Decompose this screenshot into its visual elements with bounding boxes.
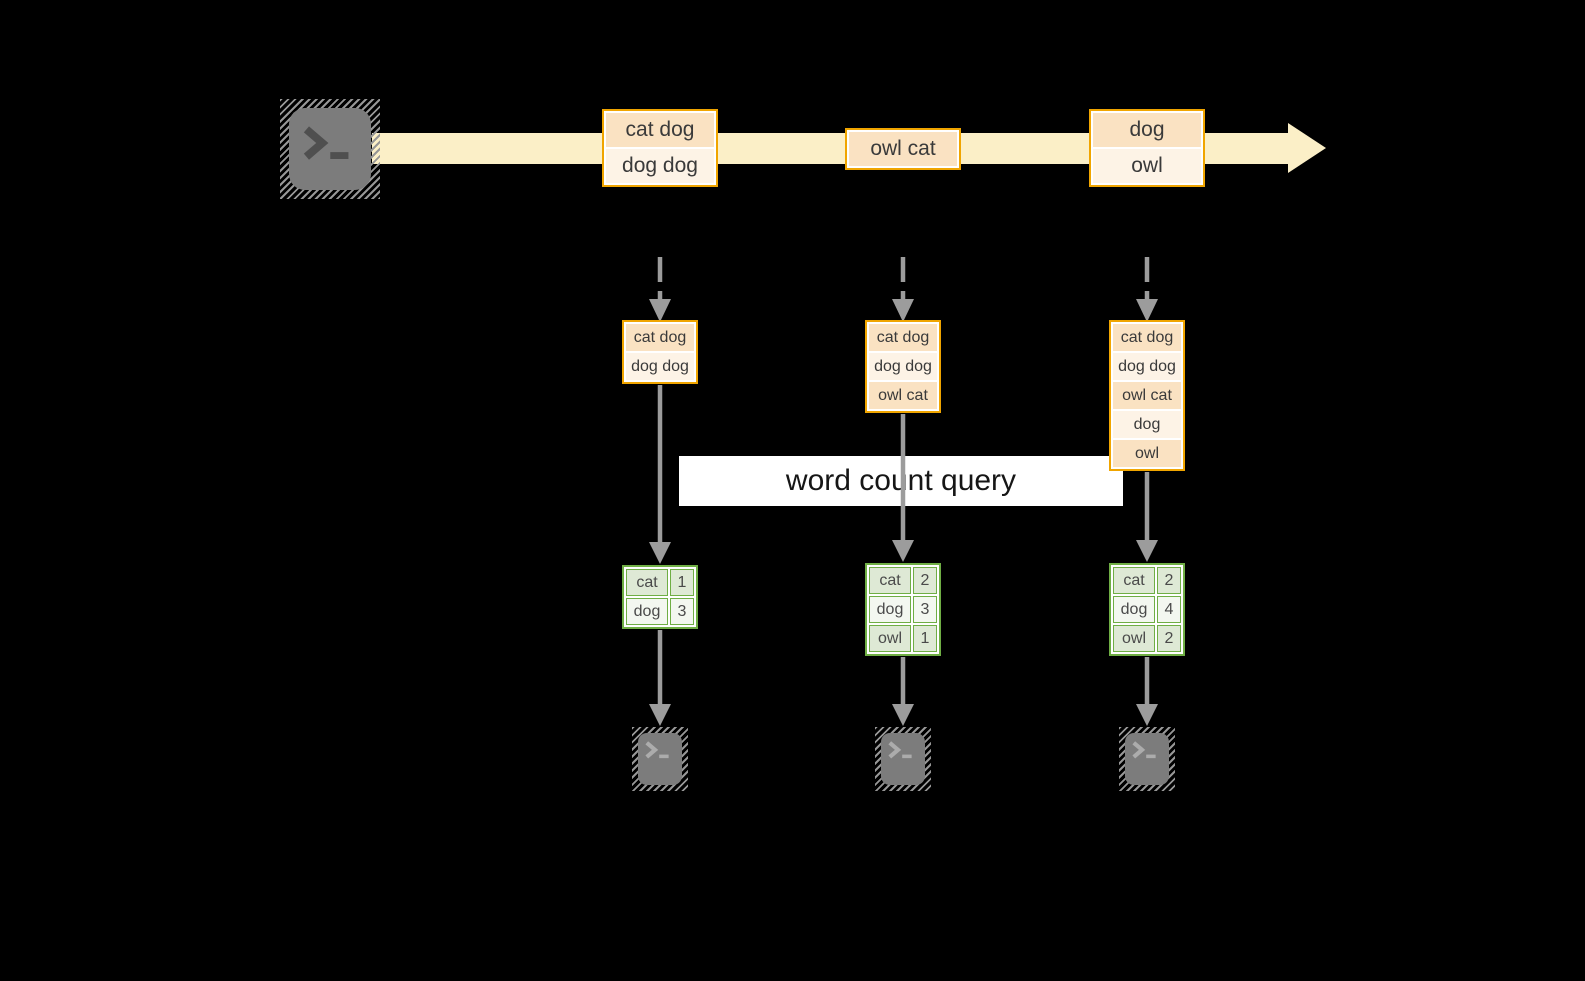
batch-arrow-3 bbox=[1136, 257, 1158, 322]
buffer-row: owl bbox=[1113, 440, 1181, 467]
stream-event-row: dog bbox=[1093, 113, 1201, 147]
input-buffer-box-1: cat dog dog dog bbox=[622, 320, 698, 384]
sink-arrow-1 bbox=[649, 630, 671, 726]
count-cell: 2 bbox=[1157, 567, 1181, 594]
terminal-prompt-icon bbox=[888, 741, 912, 759]
query-arrow-3 bbox=[1136, 472, 1158, 562]
sink-terminal-icon-2 bbox=[875, 727, 931, 791]
buffer-row: owl cat bbox=[1113, 382, 1181, 409]
batch-arrow-1 bbox=[649, 257, 671, 322]
terminal-body bbox=[638, 733, 682, 785]
word-count-table-2: cat 2 dog 3 owl 1 bbox=[865, 563, 941, 656]
stream-event-row: owl bbox=[1093, 149, 1201, 183]
batch-arrow-2 bbox=[892, 257, 914, 322]
stream-event-row: dog dog bbox=[606, 149, 714, 183]
buffer-row: dog dog bbox=[869, 353, 937, 380]
buffer-row: cat dog bbox=[626, 324, 694, 351]
count-cell: 3 bbox=[670, 598, 694, 625]
stream-event-row: owl cat bbox=[849, 132, 957, 166]
buffer-row: dog dog bbox=[1113, 353, 1181, 380]
count-cell: 1 bbox=[913, 625, 937, 652]
stream-event-box-3: dog owl bbox=[1089, 109, 1205, 187]
terminal-prompt-icon bbox=[645, 741, 669, 759]
sink-terminal-icon-3 bbox=[1119, 727, 1175, 791]
buffer-row: dog bbox=[1113, 411, 1181, 438]
input-buffer-box-2: cat dog dog dog owl cat bbox=[865, 320, 941, 413]
word-cell: dog bbox=[1113, 596, 1155, 623]
word-cell: cat bbox=[626, 569, 668, 596]
word-cell: dog bbox=[626, 598, 668, 625]
buffer-row: owl cat bbox=[869, 382, 937, 409]
query-arrow-1 bbox=[649, 385, 671, 564]
word-count-table-3: cat 2 dog 4 owl 2 bbox=[1109, 563, 1185, 656]
stream-arrowhead-icon bbox=[1288, 123, 1326, 173]
count-cell: 2 bbox=[1157, 625, 1181, 652]
terminal-prompt-icon bbox=[303, 126, 349, 160]
stream-event-box-1: cat dog dog dog bbox=[602, 109, 718, 187]
query-arrow-2 bbox=[892, 414, 914, 562]
word-count-table-1: cat 1 dog 3 bbox=[622, 565, 698, 629]
stream-event-box-2: owl cat bbox=[845, 128, 961, 170]
count-cell: 4 bbox=[1157, 596, 1181, 623]
sink-arrow-3 bbox=[1136, 657, 1158, 726]
input-buffer-box-3: cat dog dog dog owl cat dog owl bbox=[1109, 320, 1185, 471]
count-cell: 3 bbox=[913, 596, 937, 623]
count-cell: 1 bbox=[670, 569, 694, 596]
word-cell: owl bbox=[1113, 625, 1155, 652]
terminal-prompt-icon bbox=[1132, 741, 1156, 759]
word-cell: dog bbox=[869, 596, 911, 623]
word-cell: cat bbox=[1113, 567, 1155, 594]
sink-terminal-icon-1 bbox=[632, 727, 688, 791]
buffer-row: cat dog bbox=[869, 324, 937, 351]
sink-arrow-2 bbox=[892, 657, 914, 726]
stream-event-row: cat dog bbox=[606, 113, 714, 147]
word-cell: cat bbox=[869, 567, 911, 594]
buffer-row: dog dog bbox=[626, 353, 694, 380]
terminal-body bbox=[881, 733, 925, 785]
word-cell: owl bbox=[869, 625, 911, 652]
count-cell: 2 bbox=[913, 567, 937, 594]
terminal-body bbox=[1125, 733, 1169, 785]
buffer-row: cat dog bbox=[1113, 324, 1181, 351]
terminal-body bbox=[289, 108, 371, 190]
stream-source-terminal-icon bbox=[280, 99, 380, 199]
